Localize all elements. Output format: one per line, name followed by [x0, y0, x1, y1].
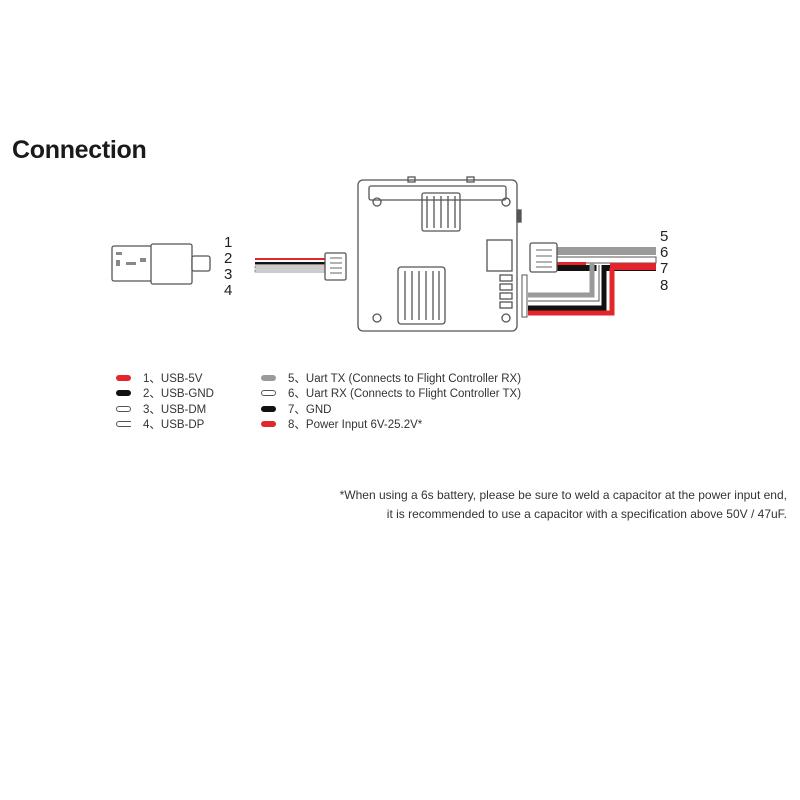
pin-label-2: 2 — [224, 250, 232, 267]
legend-item-power-input: 8、Power Input 6V-25.2V* — [261, 417, 521, 433]
note-line-2: it is recommended to use a capacitor wit… — [386, 507, 787, 521]
legend-label: 7、GND — [288, 403, 332, 416]
legend-label: 6、Uart RX (Connects to Flight Controller… — [288, 388, 522, 401]
usb-plug-icon — [111, 243, 211, 285]
white-wire-swatch — [261, 390, 276, 397]
legend-item-uart-tx: 5、Uart TX (Connects to Flight Controller… — [261, 370, 521, 386]
uart-jst-connector — [529, 242, 558, 273]
usb-jst-connector — [324, 252, 347, 281]
pin-label-3: 3 — [224, 266, 232, 283]
legend-label: 8、Power Input 6V-25.2V* — [288, 419, 423, 432]
legend-item-usb-gnd: 2、USB-GND — [116, 386, 214, 402]
legend-item-usb-5v: 1、USB-5V — [116, 370, 214, 386]
legend-label: 3、USB-DM — [143, 403, 207, 416]
pin-label-5: 5 — [660, 228, 668, 245]
legend-item-usb-dp: 4、USB-DP — [116, 417, 214, 433]
legend-label: 2、USB-GND — [143, 388, 214, 401]
red-wire-swatch — [261, 421, 276, 428]
pin-label-6: 6 — [660, 244, 668, 261]
white-wire-swatch — [116, 421, 131, 428]
legend-item-usb-dm: 3、USB-DM — [116, 401, 214, 417]
pin-label-4: 4 — [224, 282, 232, 299]
red-wire-swatch — [116, 374, 131, 381]
legend-uart-power-pins: 5、Uart TX (Connects to Flight Controller… — [261, 370, 521, 432]
legend-item-gnd: 7、GND — [261, 401, 521, 417]
gray-wire-swatch — [261, 374, 276, 381]
legend-item-uart-rx: 6、Uart RX (Connects to Flight Controller… — [261, 386, 521, 402]
legend-label: 1、USB-5V — [143, 372, 203, 385]
white-wire-swatch — [116, 405, 131, 412]
black-wire-swatch — [261, 405, 276, 412]
page-title: Connection — [12, 136, 147, 164]
note-line-1: *When using a 6s battery, please be sure… — [339, 488, 787, 502]
pin-label-7: 7 — [660, 260, 668, 277]
legend-label: 4、USB-DP — [143, 419, 205, 432]
pin-label-1: 1 — [224, 234, 232, 251]
usb-cable-wires — [254, 258, 328, 273]
legend-usb-pins: 1、USB-5V 2、USB-GND 3、USB-DM 4、USB-DP — [116, 370, 214, 432]
black-wire-swatch — [116, 390, 131, 397]
uart-power-wires — [521, 247, 657, 318]
pin-label-8: 8 — [660, 277, 668, 294]
capacitor-note: *When using a 6s battery, please be sure… — [340, 486, 787, 524]
legend-label: 5、Uart TX (Connects to Flight Controller… — [288, 372, 522, 385]
vtx-board — [357, 176, 522, 332]
